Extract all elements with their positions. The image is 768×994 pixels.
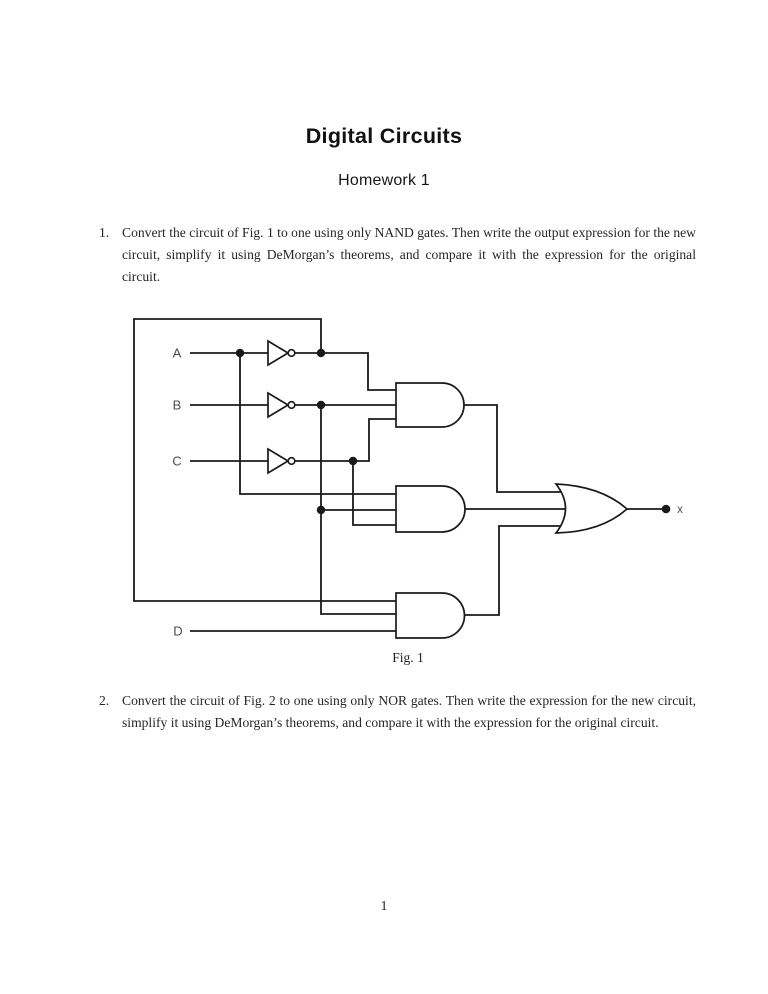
inverter-c <box>267 447 296 475</box>
page-title: Digital Circuits <box>305 124 463 148</box>
output-dot <box>661 504 671 514</box>
wires <box>133 318 662 632</box>
inverter-a <box>267 339 296 367</box>
wire-a-not-to-and1 <box>292 352 396 391</box>
inverter-a-triangle <box>267 339 290 367</box>
input-label-b: B <box>173 398 182 413</box>
problem-1: 1. Convert the circuit of Fig. 1 to one … <box>99 222 696 288</box>
wire-b-not-rail-to-and3 <box>320 405 396 615</box>
page-number: 1 <box>380 898 388 913</box>
junction-dot-b-not <box>316 400 326 410</box>
wire-and1-out-to-or <box>464 404 573 493</box>
and-gate-3 <box>395 592 466 639</box>
inverter-c-triangle <box>267 447 290 475</box>
problem-1-number: 1. <box>99 225 110 240</box>
wire-c-not-to-and1 <box>292 418 396 462</box>
or-gate <box>554 483 629 534</box>
problem-2: 2. Convert the circuit of Fig. 2 to one … <box>99 690 696 734</box>
problem-1-text: Convert the circuit of Fig. 1 to one usi… <box>122 225 696 284</box>
wire-a-rail-to-and2 <box>239 353 396 495</box>
wire-c-not-rail-to-and2 <box>352 461 396 526</box>
input-label-c: C <box>172 454 181 469</box>
junction-dot-a <box>235 348 245 358</box>
wire-a-not-loop-to-and3 <box>133 318 396 602</box>
wire-and3-out-to-or <box>464 525 573 616</box>
inverter-b <box>267 391 296 419</box>
junction-dot-b-rail <box>316 505 326 515</box>
problem-2-text: Convert the circuit of Fig. 2 to one usi… <box>122 693 696 730</box>
junction-dot-a-not <box>316 348 326 358</box>
and-gate-2 <box>395 485 466 533</box>
page-subtitle: Homework 1 <box>338 172 430 189</box>
figure-caption: Fig. 1 <box>392 650 424 665</box>
inverter-b-triangle <box>267 391 290 419</box>
inverter-a-bubble <box>287 348 296 358</box>
input-label-a: A <box>173 346 182 361</box>
output-label-x: x <box>677 504 683 516</box>
and-gate-1 <box>395 382 465 428</box>
inverter-b-bubble <box>287 400 296 410</box>
input-label-d: D <box>173 624 182 639</box>
junction-dot-c-not <box>348 456 358 466</box>
inverter-c-bubble <box>287 456 296 466</box>
problem-2-number: 2. <box>99 693 110 708</box>
junction-dots <box>235 348 358 515</box>
